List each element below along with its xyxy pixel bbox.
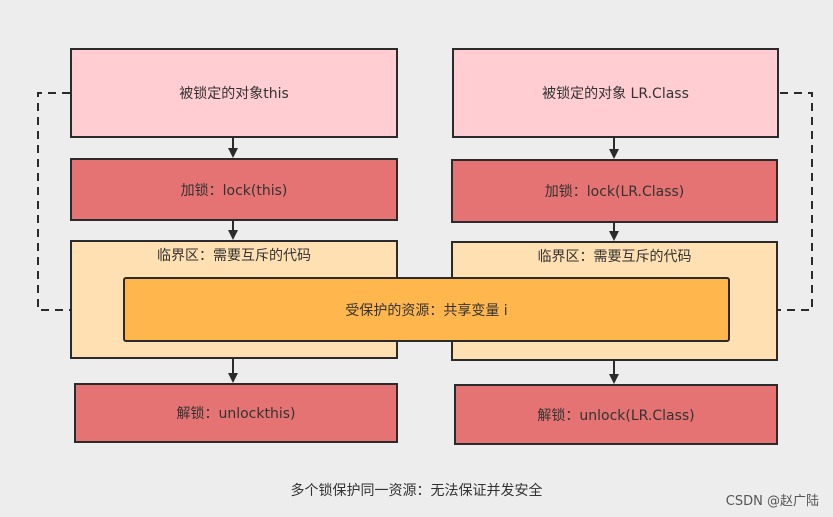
left-lock-label: 加锁：lock(this): [180, 182, 288, 199]
shared-resource-box: 受保护的资源：共享变量 i: [123, 277, 730, 342]
right-lock-box: 加锁：lock(LR.Class): [451, 159, 778, 223]
diagram-caption: 多个锁保护同一资源：无法保证并发安全: [290, 483, 543, 499]
right-locked-object-label: 被锁定的对象 LR.Class: [542, 86, 689, 102]
left-locked-object-box: 被锁定的对象this: [70, 48, 398, 138]
left-lock-box: 加锁：lock(this): [70, 158, 398, 221]
left-locked-object-label: 被锁定的对象this: [179, 86, 289, 102]
right-lock-label: 加锁：lock(LR.Class): [544, 184, 685, 200]
right-critical-section-label: 临界区：需要互斥的代码: [537, 249, 692, 265]
left-unlock-label: 解锁：unlockthis): [176, 406, 296, 422]
shared-resource-label: 受保护的资源：共享变量 i: [345, 302, 508, 319]
left-critical-section-label: 临界区：需要互斥的代码: [157, 248, 311, 264]
right-locked-object-box: 被锁定的对象 LR.Class: [452, 48, 779, 138]
right-unlock-box: 解锁：unlock(LR.Class): [454, 384, 778, 445]
right-unlock-label: 解锁：unlock(LR.Class): [537, 407, 695, 424]
left-unlock-box: 解锁：unlockthis): [74, 383, 398, 443]
dashed-left-object-to-resource: [37, 92, 122, 315]
watermark: CSDN @赵广陆: [725, 494, 819, 509]
dashed-right-object-to-resource: [730, 92, 813, 315]
